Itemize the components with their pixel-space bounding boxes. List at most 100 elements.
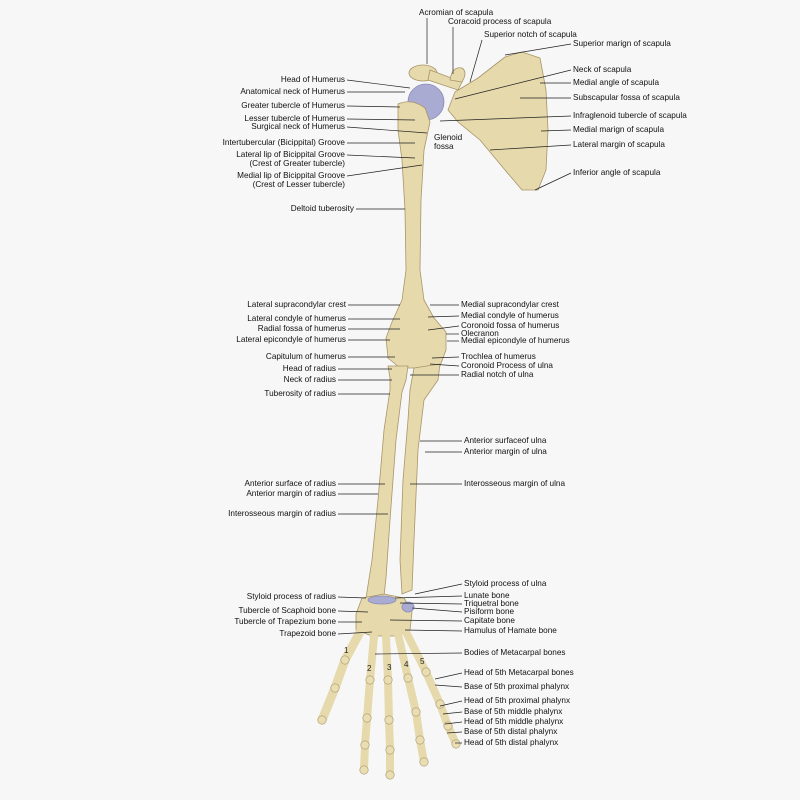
label-capitulum-of-humerus: Capitulum of humerus [265,352,346,361]
label-anterior-margin-of-radius: Anterior margin of radius [246,489,336,498]
finger-joint [340,655,350,665]
leader-line [439,115,572,122]
finger-joint [385,770,395,780]
label-acromian-of-scapula: Acromian of scapula [419,8,494,17]
leader-line [534,172,572,191]
label-lateral-margin-of-scapula: Lateral margin of scapula [573,140,665,149]
label-pisiform-bone: Pisiform bone [464,607,515,616]
label-lesser-tubercle-of-humerus: Lesser tubercle of Humerus [244,114,345,123]
label-medial-lip-of-bicippital-groove: Medial lip of Bicippital Groove(Crest of… [237,171,345,189]
label-tuberosity-of-radius: Tuberosity of radius [264,389,336,398]
label-inferior-angle-of-scapula: Inferior angle of scapula [573,168,661,177]
label-anterior-surfaceof-ulna: Anterior surfaceof ulna [464,436,547,445]
label-head-of-radius: Head of radius [282,364,336,373]
label-lateral-epicondyle-of-humerus: Lateral epicondyle of humerus [236,335,346,344]
coracoid-process [449,67,466,83]
label-trapezoid-bone: Trapezoid bone [279,629,336,638]
label-head-of-5th-middle-phalynx: Head of 5th middle phalynx [464,717,564,726]
label-triquetral-bone: Triquetral bone [464,599,519,608]
leader-line [346,79,411,89]
leader-line [489,144,572,151]
leader-line [346,126,428,134]
label-styloid-process-of-radius: Styloid process of radius [246,592,336,601]
label-styloid-process-of-ulna: Styloid process of ulna [464,579,547,588]
label-tubercle-of-scaphoid-bone: Tubercle of Scaphoid bone [238,606,336,615]
leader-line [469,39,483,83]
leader-line [431,356,460,359]
leader-line [346,105,401,108]
lunate-cartilage [367,595,397,605]
finger-joint [330,683,340,693]
label-lateral-lip-of-bicippital-groove: Lateral lip of Bicippital Groove(Crest o… [236,150,345,168]
label-infraglenoid-tubercle-of-scapula: Infraglenoid tubercle of scapula [573,111,687,120]
leader-line [399,602,463,605]
label-head-of-5th-metacarpal-bones: Head of 5th Metacarpal bones [464,668,574,677]
finger-joint [415,735,425,745]
leader-line [346,118,416,121]
finger-joint [359,765,369,775]
finger-joint [362,713,372,723]
label-hamulus-of-hamate-bone: Hamulus of Hamate bone [464,626,557,635]
leader-line [504,43,572,56]
label-olecranon: Olecranon [461,329,499,338]
label-superior-notch-of-scapula: Superior notch of scapula [484,30,577,39]
label-intertubercular-bicippital-groove: Intertubercular (Bicippital) Groove [222,138,345,147]
label-deltoid-tuberosity: Deltoid tuberosity [290,204,354,213]
leader-line [439,700,463,707]
label-lunate-bone: Lunate bone [464,591,510,600]
finger-joint [384,715,394,725]
metacarpal-number-4: 4 [404,660,409,669]
leader-line [346,164,423,177]
label-medial-marign-of-scapula: Medial marign of scapula [573,125,665,134]
label-interosseous-margin-of-ulna: Interosseous margin of ulna [464,479,566,488]
label-anterior-surface-of-radius: Anterior surface of radius [244,479,336,488]
leader-line [454,69,572,100]
leader-line [540,129,572,132]
leader-line [414,583,463,595]
humerus [385,101,447,369]
label-interosseous-margin-of-radius: Interosseous margin of radius [228,509,336,518]
label-medial-angle-of-scapula: Medial angle of scapula [573,78,660,87]
pisiform-bone [401,601,415,613]
leader-line [444,721,463,725]
label-medial-supracondylar-crest: Medial supracondylar crest [461,300,559,309]
label-greater-tubercle-of-humerus: Greater tubercle of Humerus [241,101,345,110]
label-coracoid-process-of-scapula: Coracoid process of scapula [448,17,552,26]
label-coronoid-process-of-ulna: Coronoid Process of ulna [461,361,553,370]
finger-joint [411,707,421,717]
leader-line [434,684,463,688]
label-bodies-of-metacarpal-bones: Bodies of Metacarpal bones [464,648,566,657]
leader-line [404,629,463,632]
label-lateral-condyle-of-humerus: Lateral condyle of humerus [247,314,346,323]
finger-joint [360,740,370,750]
label-head-of-humerus: Head of Humerus [280,75,345,84]
label-neck-of-scapula: Neck of scapula [573,65,632,74]
leader-line [394,595,463,599]
finger-1-bones [317,627,365,725]
label-medial-condyle-of-humerus: Medial condyle of humerus [461,311,559,320]
finger-joint [403,673,413,683]
label-medial-epicondyle-of-humerus: Medial epicondyle of humerus [461,336,570,345]
label-capitate-bone: Capitate bone [464,616,515,625]
leader-line [374,652,463,655]
label-tubercle-of-trapezium-bone: Tubercle of Trapezium bone [234,617,336,626]
label-anatomical-neck-of-humerus: Anatomical neck of Humerus [240,87,345,96]
ulna [399,363,441,595]
metacarpal-number-2: 2 [367,664,372,673]
label-coronoid-fossa-of-humerus: Coronoid fossa of humerus [461,321,560,330]
label-head-of-5th-proximal-phalynx: Head of 5th proximal phalynx [464,696,571,705]
leader-line [346,154,416,159]
metacarpal-number-3: 3 [387,663,392,672]
leader-line [427,325,460,331]
label-radial-notch-of-ulna: Radial notch of ulna [461,370,534,379]
finger-joint [385,745,395,755]
label-surgical-neck-of-humerus: Surgical neck of Humerus [251,122,345,131]
label-head-of-5th-distal-phalynx: Head of 5th distal phalynx [464,738,559,747]
finger-joint [421,667,431,677]
finger-2-bones [360,632,378,774]
finger-joint [365,675,375,685]
finger-joint [419,757,429,767]
leader-line [434,672,463,680]
